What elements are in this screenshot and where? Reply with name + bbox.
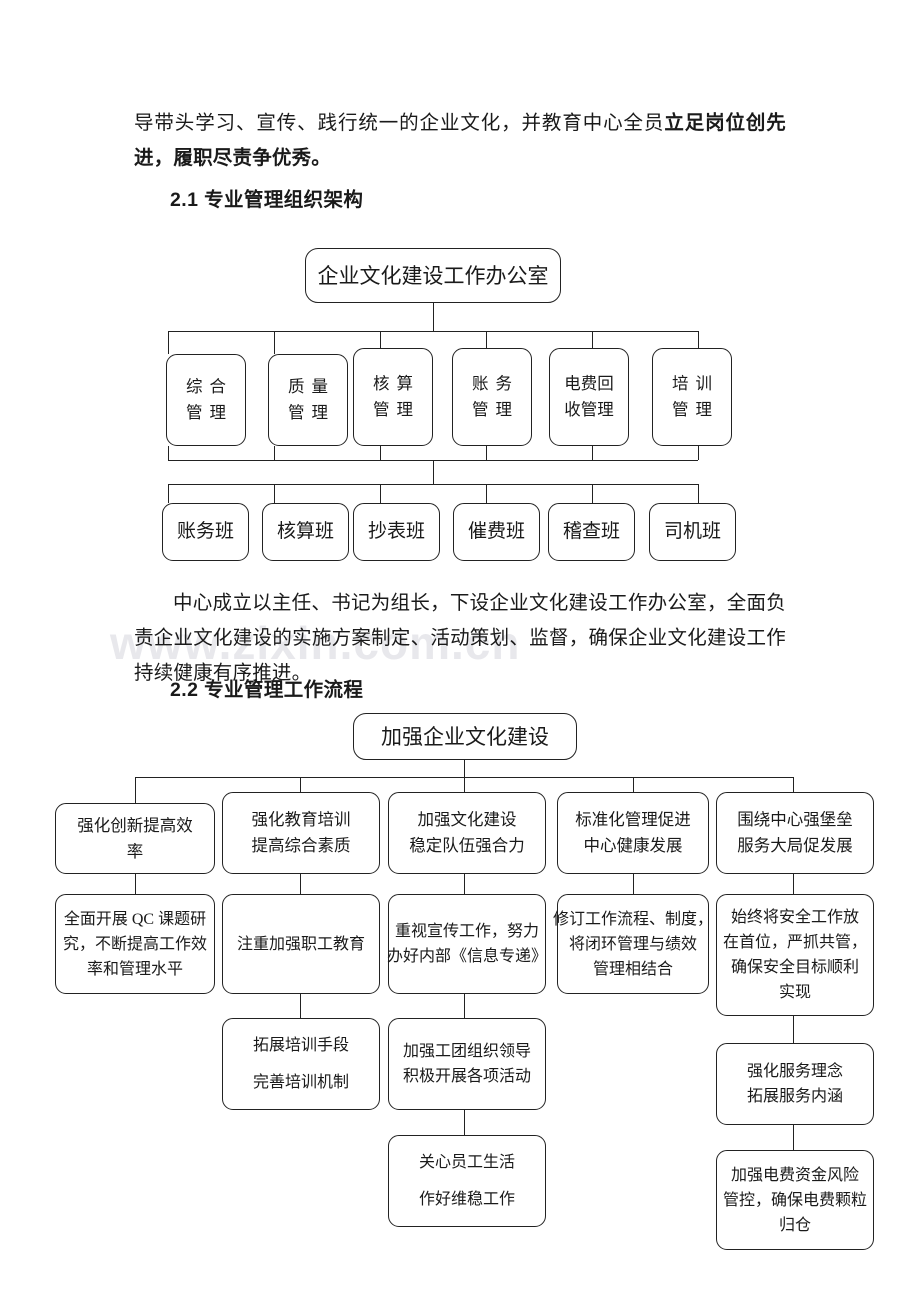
- org-merge-stem: [433, 460, 434, 484]
- org-node-accounting-mgmt: 核算 管理: [353, 348, 433, 446]
- org-drop-l2-6: [698, 331, 699, 354]
- flow-stem-b5-s2: [793, 1016, 794, 1043]
- flow-root-node: 加强企业文化建设: [353, 713, 577, 760]
- flow-stem-b4-s1: [633, 874, 634, 894]
- org-node-billing-recovery-mgmt: 电费回 收管理: [549, 348, 629, 446]
- org-node-meter-reading-team: 抄表班: [353, 503, 440, 561]
- flow-drop-b3: [464, 777, 465, 803]
- flow-stem-b3-s2: [464, 994, 465, 1018]
- org-node-driver-team: 司机班: [649, 503, 736, 561]
- flow-head-culture-stability: 加强文化建设 稳定队伍强合力: [388, 792, 546, 874]
- flow-head-education-training: 强化教育培训 提高综合素质: [222, 792, 380, 874]
- org-root-node: 企业文化建设工作办公室: [305, 248, 561, 303]
- flow-head-serve-bigpicture: 围绕中心强堡垒 服务大局促发展: [716, 792, 874, 874]
- org-drop-l2-3: [380, 331, 381, 354]
- org-drop-l3-4: [486, 484, 487, 503]
- paragraph-intro-bold: 立足岗位创先进，履职尽责争优秀。: [134, 113, 786, 169]
- flow-step-safety-first: 始终将安全工作放 在首位，严抓共管， 确保安全目标顺利 实现: [716, 894, 874, 1016]
- org-drop-l3-6: [698, 484, 699, 503]
- flow-step-union-leadership: 加强工团组织领导 积极开展各项活动: [388, 1018, 546, 1110]
- flow-step-publicity-work: 重视宣传工作，努力 办好内部《信息专递》: [387, 894, 547, 994]
- flow-drop-b1: [135, 777, 136, 803]
- org-node-inspection-team: 稽查班: [548, 503, 635, 561]
- org-node-finance-mgmt: 账务 管理: [452, 348, 532, 446]
- org-drop-l3-3: [380, 484, 381, 503]
- org-drop-l2-5: [592, 331, 593, 354]
- org-stem-l2-3: [380, 446, 381, 460]
- org-node-comprehensive-mgmt: 综合 管理: [166, 354, 246, 446]
- org-node-collection-team: 催费班: [453, 503, 540, 561]
- org-bus-level3: [168, 484, 698, 485]
- org-root-stem: [433, 303, 434, 331]
- org-stem-l2-4: [486, 446, 487, 460]
- paragraph-intro-plain: 导带头学习、宣传、践行统一的企业文化，并教育中心全员: [134, 113, 665, 134]
- flow-head-innovation: 强化创新提高效 率: [55, 803, 215, 874]
- org-drop-l2-4: [486, 331, 487, 354]
- org-drop-l3-1: [168, 484, 169, 503]
- org-drop-l2-1: [168, 331, 169, 354]
- flow-stem-b2-s1: [300, 874, 301, 894]
- flow-stem-b5-s3: [793, 1125, 794, 1150]
- org-stem-l2-1: [168, 446, 169, 460]
- org-stem-l2-5: [592, 446, 593, 460]
- org-drop-l2-2: [274, 331, 275, 354]
- flow-stem-b2-s2: [300, 994, 301, 1018]
- org-node-finance-team: 账务班: [162, 503, 249, 561]
- flow-root-stem: [464, 760, 465, 777]
- org-node-training-mgmt: 培训 管理: [652, 348, 732, 446]
- flow-step-revise-process: 修订工作流程、制度， 将闭环管理与绩效 管理相结合: [553, 894, 713, 994]
- heading-2-2: 2.2 专业管理工作流程: [170, 679, 364, 701]
- flow-step-fund-risk-control: 加强电费资金风险 管控，确保电费颗粒 归仓: [716, 1150, 874, 1250]
- flow-drop-b2: [300, 777, 301, 803]
- flow-stem-b5-s1: [793, 874, 794, 894]
- flow-step-qc-research: 全面开展 QC 课题研 究，不断提高工作效 率和管理水平: [55, 894, 215, 994]
- flow-stem-b3-s1: [464, 874, 465, 894]
- flow-step-employee-care: 关心员工生活 作好维稳工作: [388, 1135, 546, 1227]
- org-node-quality-mgmt: 质量 管理: [268, 354, 348, 446]
- org-bus-level2: [168, 331, 698, 332]
- paragraph-center-setup: 中心成立以主任、书记为组长，下设企业文化建设工作办公室，全面负责企业文化建设的实…: [134, 593, 786, 684]
- flow-step-training-methods: 拓展培训手段 完善培训机制: [222, 1018, 380, 1110]
- flow-stem-b1-s1: [135, 874, 136, 894]
- org-drop-l3-2: [274, 484, 275, 503]
- flow-head-standardized-mgmt: 标准化管理促进 中心健康发展: [557, 792, 709, 874]
- flow-drop-b5: [793, 777, 794, 803]
- org-stem-l2-2: [274, 446, 275, 460]
- org-drop-l3-5: [592, 484, 593, 503]
- org-stem-l2-6: [698, 446, 699, 460]
- flow-step-staff-education: 注重加强职工教育: [222, 894, 380, 994]
- org-node-accounting-team: 核算班: [262, 503, 349, 561]
- flow-stem-b3-s3: [464, 1110, 465, 1135]
- flow-step-service-concept: 强化服务理念 拓展服务内涵: [716, 1043, 874, 1125]
- heading-2-1: 2.1 专业管理组织架构: [170, 189, 364, 211]
- flow-drop-b4: [633, 777, 634, 803]
- paragraph-intro: 导带头学习、宣传、践行统一的企业文化，并教育中心全员立足岗位创先进，履职尽责争优…: [134, 106, 786, 176]
